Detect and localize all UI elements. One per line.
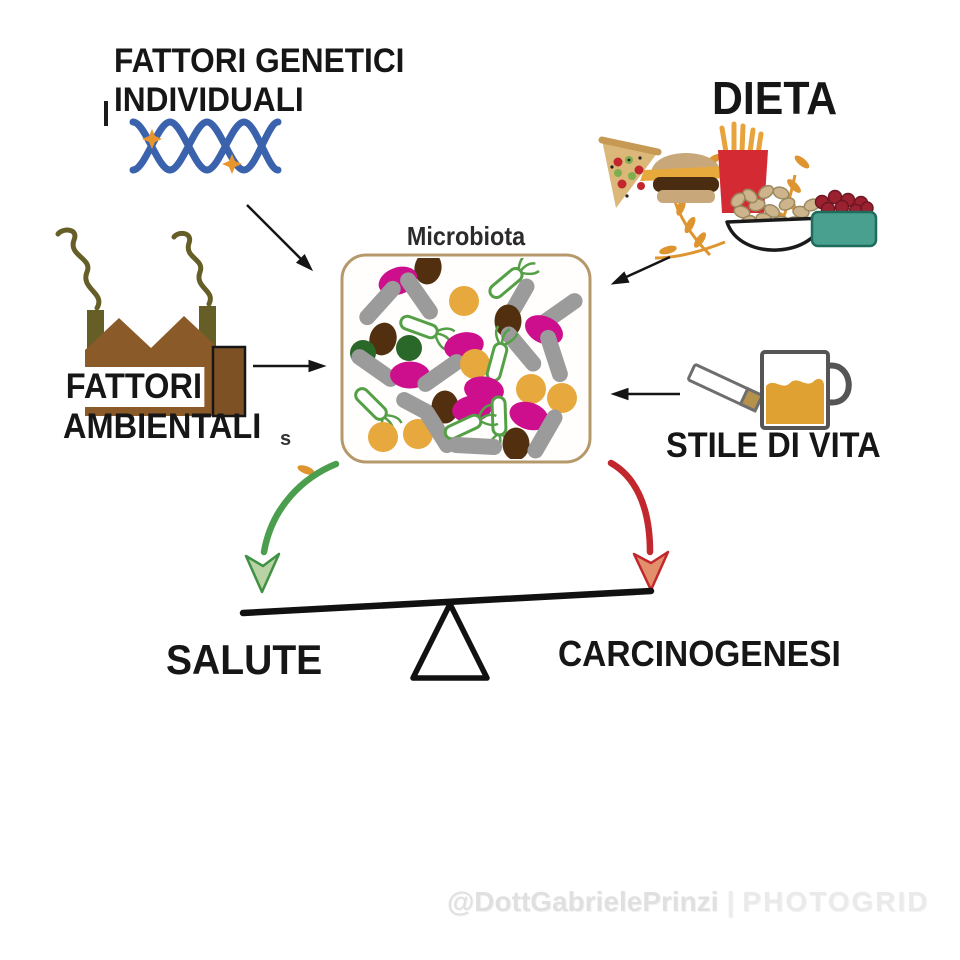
arrow-diet-to-microbiota (610, 255, 671, 285)
bacterium-brn (369, 322, 397, 356)
berry-box-icon (810, 189, 878, 248)
watermark-separator: | (726, 886, 735, 917)
bacterium-rod (359, 280, 401, 326)
environment-label-line2: AMBIENTALI (63, 406, 262, 446)
diet-foods (297, 121, 878, 475)
bacterium-brn (414, 258, 442, 285)
bacterium-rod (400, 272, 438, 320)
arrow-genetics-to-microbiota (246, 204, 314, 272)
burger-icon (640, 153, 733, 203)
bacterium-brn (431, 390, 459, 424)
arrow-environment-to-microbiota (253, 359, 327, 373)
bacterium-org (403, 419, 433, 449)
watermark-brand: PHOTOGRID (742, 886, 930, 917)
bacterium-mag (452, 395, 492, 423)
watermark-handle: @DottGabrielePrinzi (447, 886, 719, 917)
environment-stray-mark: s (280, 428, 292, 450)
genetics-label-line1: FATTORI GENETICI (114, 42, 405, 80)
bacterium-org (460, 349, 490, 379)
genetics-label-line2: INDIVIDUALI (114, 80, 304, 119)
bacterium-rod (540, 329, 568, 383)
bacterium-org (368, 422, 398, 452)
genetics-label: FATTORI GENETICI INDIVIDUALI (114, 42, 404, 120)
salute-label: SALUTE (166, 636, 323, 683)
star-icon (142, 129, 162, 149)
bacterium-grn (396, 335, 422, 361)
arrow-to-salute-green (244, 460, 340, 594)
bacterium-rod (417, 354, 465, 392)
carcinogenesi-label: CARCINOGENESI (558, 633, 841, 674)
bacterium-brn (502, 427, 530, 459)
bacterium-rod (448, 437, 502, 455)
diet-label: DIETA (712, 72, 838, 124)
bacterium-rod (351, 349, 399, 387)
bacterium-frod (488, 258, 540, 300)
pizza-icon (598, 136, 662, 208)
environment-label-line1: FATTORI (63, 367, 205, 407)
bacterium-org (547, 383, 577, 413)
arrow-to-carcinogenesi-red (607, 459, 670, 592)
fulcrum-triangle (410, 601, 490, 681)
beer-mug-icon (760, 350, 852, 430)
arrow-lifestyle-to-microbiota (610, 387, 680, 401)
artifact-mark (104, 101, 108, 126)
bacterium-rod (418, 404, 456, 454)
bowl-of-nuts-icon (725, 184, 826, 252)
balance-seesaw (239, 587, 655, 681)
microbiota-title: Microbiota (406, 221, 526, 251)
dna-helix-icon (129, 118, 282, 174)
bacterium-mag (509, 401, 549, 431)
star-icon (222, 154, 242, 174)
lifestyle-label: STILE DI VITA (666, 426, 881, 465)
environment-label: FATTORI AMBIENTALI (63, 367, 261, 447)
cigarette-icon (687, 363, 765, 413)
bacteria-cluster (350, 258, 583, 459)
bacterium-org (449, 286, 479, 316)
seesaw-beam (239, 587, 655, 617)
bacterium-rod (500, 326, 542, 372)
bacterium-org (516, 374, 546, 404)
bacterium-rod (527, 409, 563, 459)
watermark: @DottGabrielePrinzi|PHOTOGRID (447, 886, 929, 918)
bacterium-frod (443, 403, 499, 441)
